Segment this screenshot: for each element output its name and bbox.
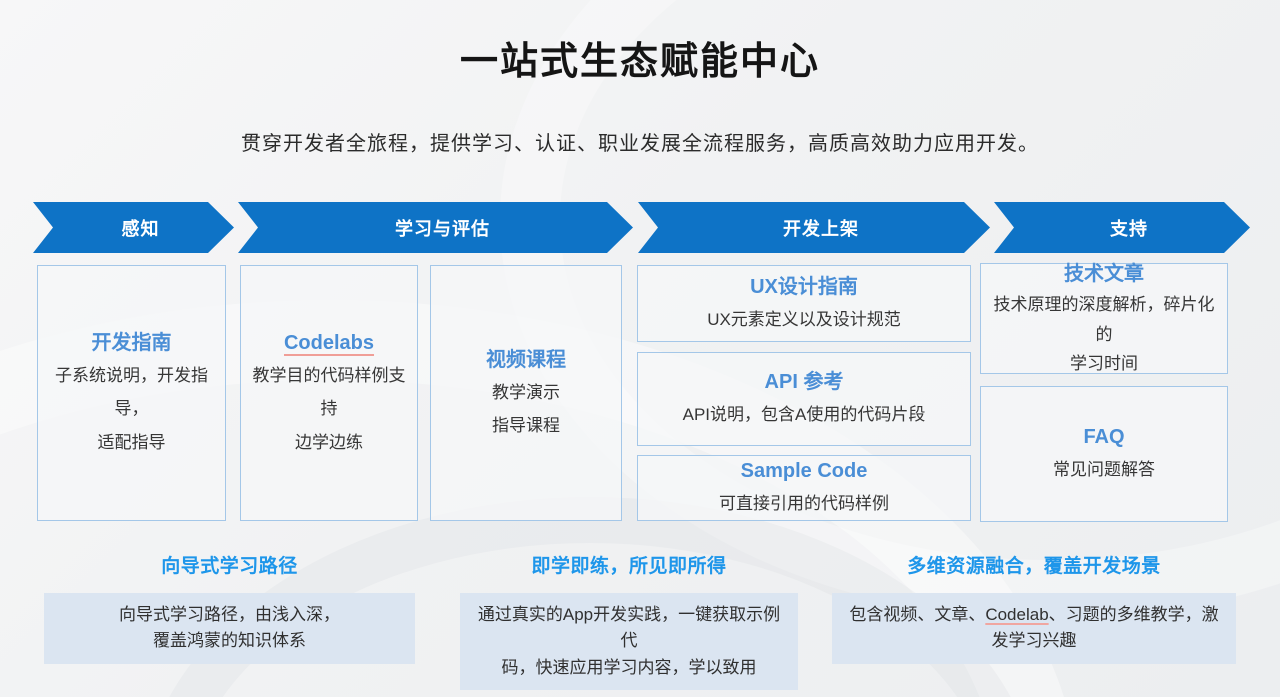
card-tech-articles: 技术文章 技术原理的深度解析，碎片化的 学习时间 [980,263,1228,374]
card-body-line: 边学边练 [295,432,363,452]
card-title: UX设计指南 [750,275,858,298]
feature-text-line: 发学习兴趣 [991,631,1077,651]
feature-heading: 即学即练，所见即所得 [531,556,727,577]
stage-label: 开发上架 [783,218,859,239]
page-subtitle: 贯穿开发者全旅程，提供学习、认证、职业发展全流程服务，高质高效助力应用开发。 [241,133,1039,155]
card-video-courses: 视频课程 教学演示 指导课程 [430,265,622,521]
feature-text-line: 通过真实的App开发实践，一键获取示例代 [477,605,781,651]
feature-box: 向导式学习路径，由浅入深， 覆盖鸿蒙的知识体系 [44,593,415,664]
card-body-line: UX元素定义以及设计规范 [707,309,901,329]
card-title: Sample Code [740,460,868,483]
card-title: 技术文章 [1064,262,1144,285]
feature-text-line: 覆盖鸿蒙的知识体系 [153,631,306,651]
feature-box: 包含视频、文章、Codelab、习题的多维教学，激 发学习兴趣 [832,593,1236,664]
feature-heading: 向导式学习路径 [161,556,298,577]
stage-arrow-perception: 感知 [33,202,234,253]
card-title: API 参考 [764,371,844,394]
stage-label: 感知 [121,218,160,239]
stage-arrow-develop-launch: 开发上架 [638,202,990,253]
page-title: 一站式生态赋能中心 [459,41,820,83]
stage-label: 支持 [1110,218,1148,239]
card-body-line: 子系统说明，开发指导， [55,366,208,419]
card-body-line: 教学目的代码样例支持 [252,366,406,419]
card-body-line: API说明，包含A使用的代码片段 [682,405,926,425]
card-api-reference: API 参考 API说明，包含A使用的代码片段 [637,352,971,446]
stage-arrow-learning-evaluation: 学习与评估 [238,202,633,253]
feature-learn-and-practice: 即学即练，所见即所得 通过真实的App开发实践，一键获取示例代 码，快速应用学习… [460,551,798,691]
feature-multi-dimension-resources: 多维资源融合，覆盖开发场景 包含视频、文章、Codelab、习题的多维教学，激 … [832,551,1236,664]
feature-text-line: 码，快速应用学习内容，学以致用 [501,657,757,677]
card-codelabs: Codelabs 教学目的代码样例支持 边学边练 [240,265,418,521]
feature-text-codelab: Codelab [985,605,1049,624]
card-dev-guide: 开发指南 子系统说明，开发指导， 适配指导 [37,265,226,521]
card-body-line: 教学演示 [492,382,560,402]
card-title: FAQ [1083,426,1125,449]
feature-text-line: 向导式学习路径，由浅入深， [119,605,340,624]
feature-text-line: 包含视频、文章、Codelab、习题的多维教学，激 [842,602,1226,628]
card-ux-design-guide: UX设计指南 UX元素定义以及设计规范 [637,265,971,342]
card-title: 开发指南 [91,332,172,355]
card-body-line: 技术原理的深度解析，碎片化的 [993,294,1215,344]
feature-box: 通过真实的App开发实践，一键获取示例代 码，快速应用学习内容，学以致用 [460,593,798,691]
stage-arrow-support: 支持 [994,202,1250,253]
feature-heading: 多维资源融合，覆盖开发场景 [907,556,1161,577]
card-faq: FAQ 常见问题解答 [980,386,1228,522]
card-title: Codelabs [283,332,375,355]
stage-label: 学习与评估 [395,218,490,239]
card-sample-code: Sample Code 可直接引用的代码样例 [637,455,971,521]
card-body-line: 可直接引用的代码样例 [719,494,889,514]
feature-text-segment: 包含视频、文章、 [849,605,986,624]
feature-text-segment: 、习题的多维教学，激 [1048,605,1219,624]
card-body-line: 指导课程 [492,416,560,435]
card-body-line: 学习时间 [1070,354,1138,374]
feature-guided-learning-path: 向导式学习路径 向导式学习路径，由浅入深， 覆盖鸿蒙的知识体系 [44,551,415,664]
card-body-line: 适配指导 [97,432,166,452]
card-body-line: 常见问题解答 [1053,460,1155,480]
card-title: 视频课程 [486,348,566,371]
